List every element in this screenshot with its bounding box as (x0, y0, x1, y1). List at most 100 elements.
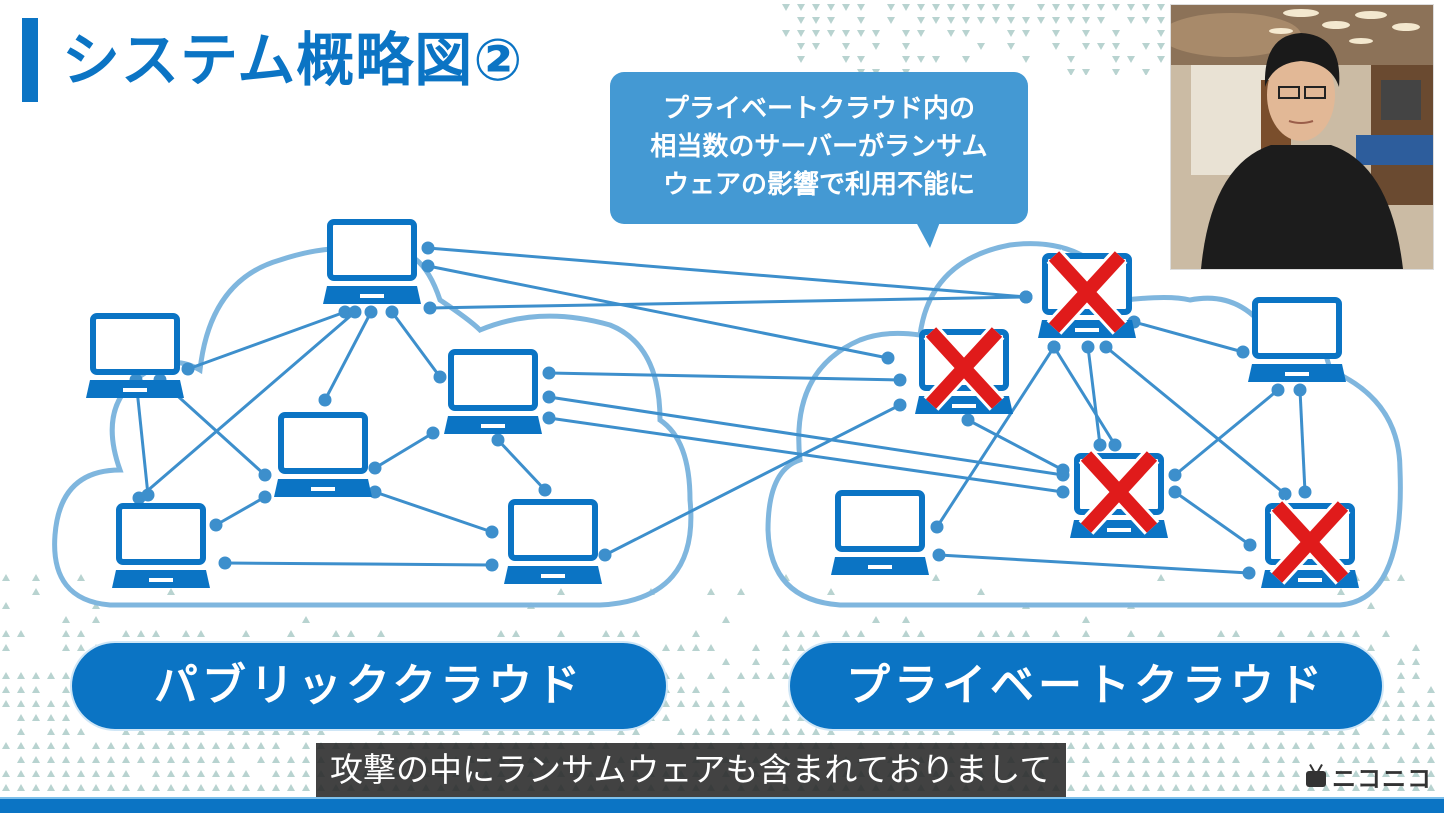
pattern-triangle (1292, 784, 1300, 791)
server-laptop (1248, 300, 1346, 382)
pattern-triangle (1157, 574, 1165, 581)
pattern-triangle (1382, 742, 1390, 749)
link-endpoint (485, 525, 499, 539)
link-endpoint (385, 305, 399, 319)
pattern-triangle (227, 770, 235, 777)
pattern-triangle (1082, 630, 1090, 637)
pattern-triangle (1307, 742, 1315, 749)
laptop-icon (274, 415, 372, 497)
pattern-triangle (1097, 770, 1105, 777)
pattern-triangle (887, 728, 895, 735)
pattern-triangle (1142, 756, 1150, 763)
pattern-triangle (857, 728, 865, 735)
network-link (1298, 389, 1307, 493)
pattern-triangle (107, 742, 115, 749)
pattern-triangle (1367, 770, 1375, 777)
pattern-triangle (587, 728, 595, 735)
pattern-triangle (887, 4, 895, 11)
pattern-triangle (1412, 742, 1420, 749)
pattern-triangle (1082, 742, 1090, 749)
link-endpoint (932, 548, 946, 562)
pattern-triangle (572, 728, 580, 735)
presenter-video (1170, 4, 1434, 270)
pattern-triangle (947, 4, 955, 11)
pattern-triangle (1067, 17, 1075, 24)
pattern-triangle (1187, 742, 1195, 749)
pattern-triangle (737, 714, 745, 721)
pattern-triangle (1277, 728, 1285, 735)
pattern-triangle (17, 672, 25, 679)
pattern-triangle (1082, 770, 1090, 777)
pattern-triangle (752, 672, 760, 679)
pattern-triangle (1022, 56, 1030, 63)
niconico-watermark: ニコニコ (1306, 765, 1432, 793)
pattern-triangle (1397, 770, 1405, 777)
pattern-triangle (62, 686, 70, 693)
pattern-triangle (92, 742, 100, 749)
pattern-triangle (707, 700, 715, 707)
pattern-triangle (1187, 756, 1195, 763)
pattern-triangle (1202, 770, 1210, 777)
pattern-triangle (2, 574, 10, 581)
pattern-triangle (287, 784, 295, 791)
pattern-triangle (1412, 700, 1420, 707)
pattern-triangle (47, 728, 55, 735)
pattern-triangle (152, 630, 160, 637)
pattern-triangle (92, 770, 100, 777)
pattern-triangle (272, 728, 280, 735)
pattern-triangle (17, 700, 25, 707)
pattern-triangle (1112, 784, 1120, 791)
pattern-triangle (737, 588, 745, 595)
pattern-triangle (92, 602, 100, 609)
pattern-triangle (1292, 756, 1300, 763)
pattern-triangle (1397, 700, 1405, 707)
link-endpoint (538, 483, 552, 497)
pattern-triangle (812, 17, 820, 24)
pattern-triangle (1097, 4, 1105, 11)
pattern-triangle (782, 672, 790, 679)
pattern-triangle (902, 4, 910, 11)
pattern-triangle (1292, 742, 1300, 749)
pattern-triangle (302, 616, 310, 623)
pattern-triangle (2, 742, 10, 749)
link-endpoint (1243, 538, 1257, 552)
pattern-triangle (992, 17, 1000, 24)
network-link (224, 561, 493, 567)
pattern-triangle (677, 686, 685, 693)
pattern-triangle (17, 742, 25, 749)
pattern-triangle (782, 630, 790, 637)
pattern-triangle (272, 784, 280, 791)
pattern-triangle (302, 756, 310, 763)
link-endpoint (1236, 345, 1250, 359)
pattern-triangle (62, 714, 70, 721)
pattern-triangle (197, 784, 205, 791)
pattern-triangle (62, 672, 70, 679)
pattern-triangle (1127, 56, 1135, 63)
pattern-triangle (782, 714, 790, 721)
pattern-triangle (1382, 630, 1390, 637)
pattern-triangle (797, 30, 805, 37)
pattern-triangle (1142, 784, 1150, 791)
pattern-triangle (1217, 756, 1225, 763)
pattern-triangle (32, 588, 40, 595)
pattern-triangle (1157, 756, 1165, 763)
pattern-triangle (1172, 756, 1180, 763)
link-endpoint (364, 305, 378, 319)
pattern-triangle (857, 630, 865, 637)
pattern-triangle (617, 728, 625, 735)
network-link (215, 495, 266, 527)
pattern-triangle (1367, 602, 1375, 609)
pattern-triangle (1427, 756, 1435, 763)
pattern-triangle (887, 17, 895, 24)
pattern-triangle (677, 672, 685, 679)
link-endpoint (1242, 566, 1256, 580)
pattern-triangle (152, 770, 160, 777)
pattern-triangle (1217, 728, 1225, 735)
pattern-triangle (77, 574, 85, 581)
pattern-triangle (1067, 742, 1075, 749)
pattern-triangle (1112, 43, 1120, 50)
pattern-triangle (1232, 770, 1240, 777)
pattern-triangle (377, 630, 385, 637)
pattern-triangle (137, 630, 145, 637)
pattern-triangle (782, 30, 790, 37)
